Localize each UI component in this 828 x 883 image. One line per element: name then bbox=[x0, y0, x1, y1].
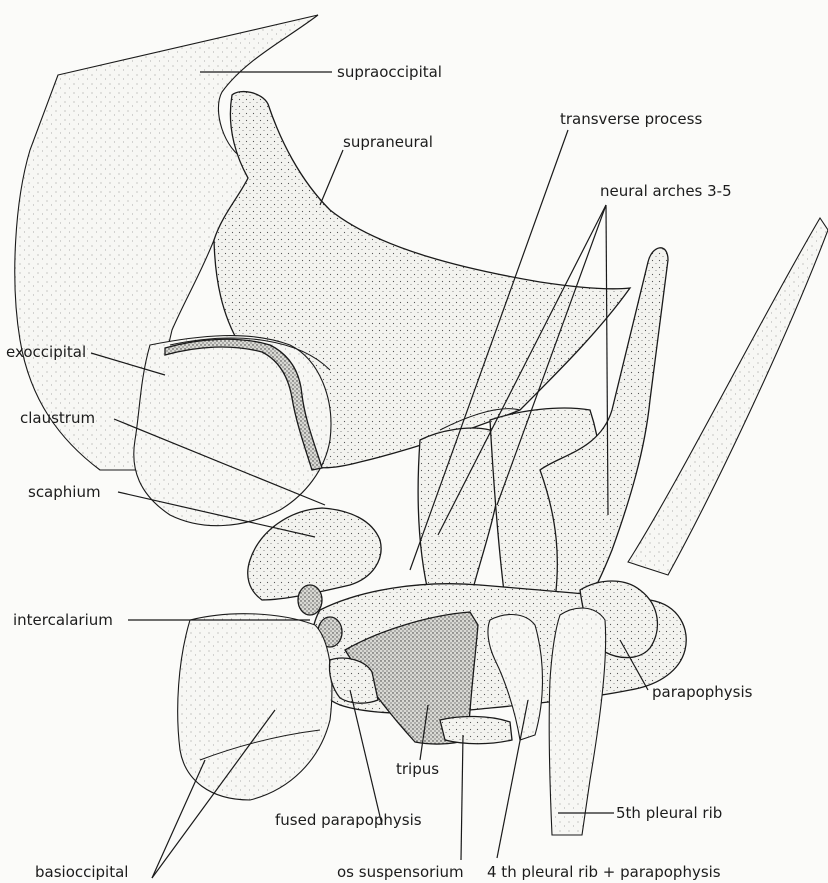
label-supraoccipital: supraoccipital bbox=[337, 63, 442, 81]
leader-supraneural bbox=[320, 150, 343, 205]
label-tripus: tripus bbox=[396, 760, 439, 778]
label-claustrum: claustrum bbox=[20, 409, 95, 427]
label-5th-pleural-rib: 5th pleural rib bbox=[616, 804, 722, 822]
fifth-pleural-rib bbox=[549, 608, 605, 835]
label-4th-pleural-rib: 4 th pleural rib + parapophysis bbox=[487, 863, 721, 881]
label-neural-arches: neural arches 3-5 bbox=[600, 182, 732, 200]
leader-os-suspensorium bbox=[461, 735, 463, 860]
label-exoccipital: exoccipital bbox=[6, 343, 86, 361]
label-fused-parapophysis: fused parapophysis bbox=[275, 811, 422, 829]
label-parapophysis: parapophysis bbox=[652, 683, 753, 701]
label-scaphium: scaphium bbox=[28, 483, 101, 501]
label-intercalarium: intercalarium bbox=[13, 611, 113, 629]
os-suspensorium-bone bbox=[440, 716, 512, 743]
intercalarium-ossicle-1 bbox=[298, 585, 322, 615]
label-supraneural: supraneural bbox=[343, 133, 433, 151]
label-os-suspensorium: os suspensorium bbox=[337, 863, 464, 881]
basioccipital-bone bbox=[178, 614, 332, 800]
label-basioccipital: basioccipital bbox=[35, 863, 128, 881]
label-transverse-process: transverse process bbox=[560, 110, 702, 128]
leader-basioccipital-a bbox=[152, 760, 205, 878]
